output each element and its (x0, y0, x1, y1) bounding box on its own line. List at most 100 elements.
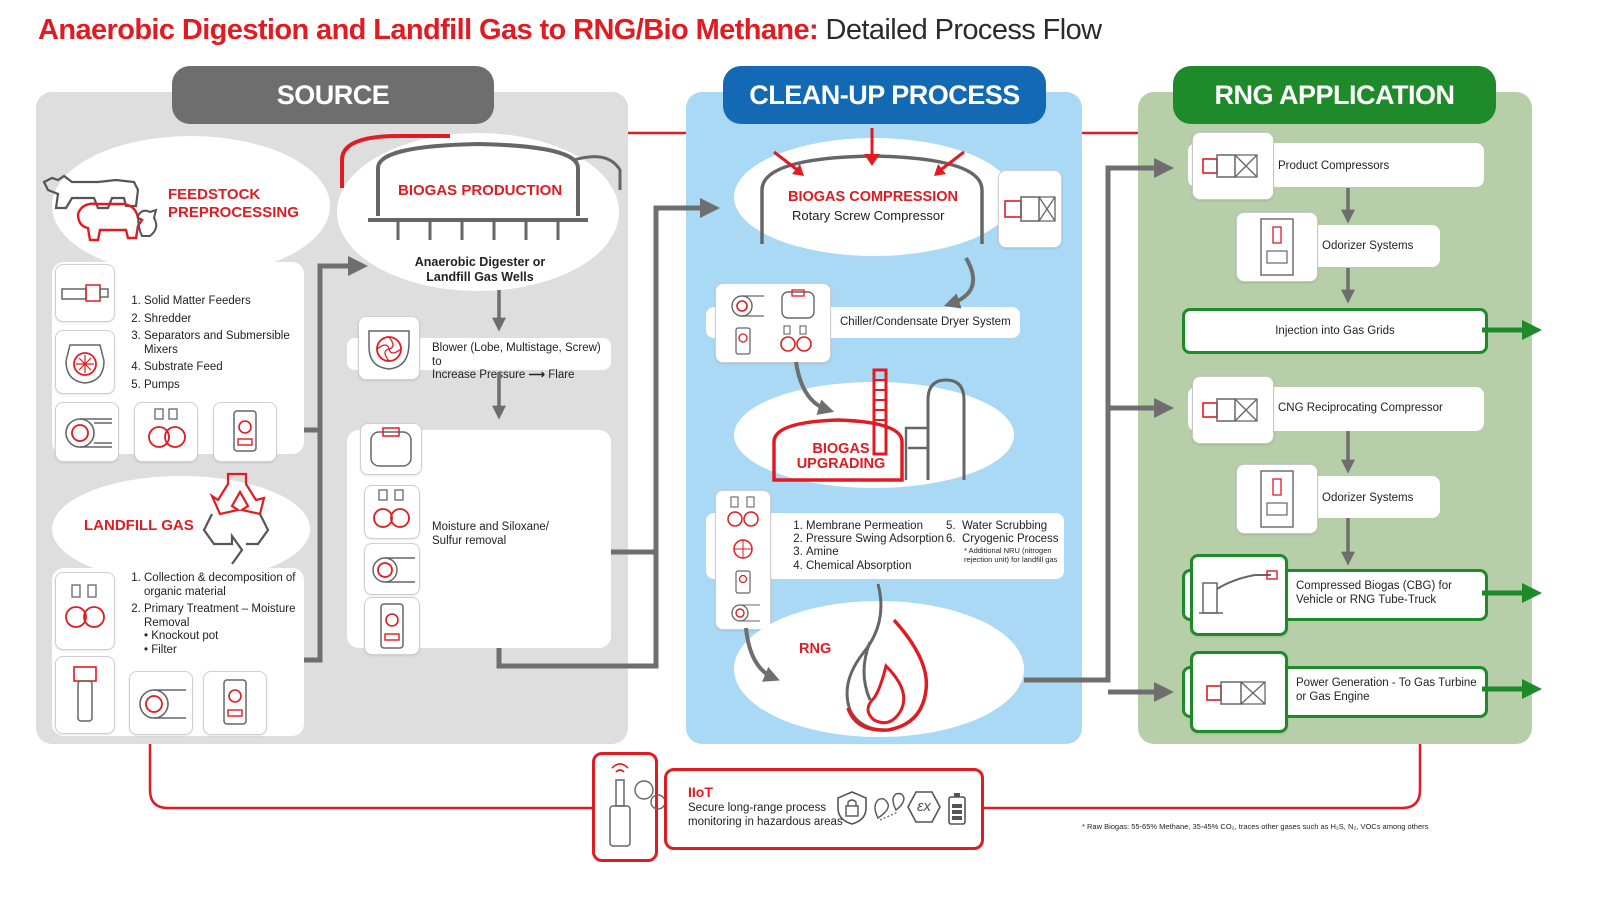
blower-icon-landfill (129, 671, 193, 735)
method-item: Amine (806, 546, 944, 559)
cbg-label: Compressed Biogas (CBG) for Vehicle or R… (1296, 580, 1452, 607)
meter-icon-landfill (203, 671, 267, 735)
power-line1: Power Generation - To Gas Turbine (1296, 677, 1477, 689)
tube-truck-icon (1190, 554, 1288, 636)
valve-icon (134, 402, 198, 462)
moisture-text: Moisture and Siloxane/ Sulfur removal (432, 521, 602, 548)
methods-left-ol: Membrane Permeation Pressure Swing Adsor… (786, 520, 944, 573)
pump-icon (55, 402, 119, 462)
filter-vessel-icon (55, 656, 115, 734)
digester-dome-icon (340, 134, 622, 240)
flare-text: Flare (548, 369, 575, 381)
landfill-step: Collection & decomposition of organic ma… (144, 572, 304, 599)
cng-compressor-icon (1192, 376, 1274, 444)
feedstock-label: FEEDSTOCK PREPROCESSING (168, 186, 299, 222)
rng-label: RNG (799, 641, 832, 657)
compression-subtitle: Rotary Screw Compressor (792, 208, 945, 223)
methods-right-list: 5. Water Scrubbing 6. Cryogenic Process … (946, 520, 1062, 564)
upgrading-line1: BIOGAS (812, 441, 870, 457)
feedstock-ol: Solid Matter Feeders Shredder Separators… (124, 295, 304, 392)
location-pin-icon (874, 792, 905, 821)
method-item: 5. Water Scrubbing (946, 520, 1062, 533)
rng-application-header: RNG APPLICATION (1173, 66, 1496, 124)
iiot-box (664, 768, 984, 850)
injection-label: Injection into Gas Grids (1275, 325, 1395, 337)
source-header: SOURCE (172, 66, 494, 124)
nru-note: * Additional NRU (nitrogen rejection uni… (964, 546, 1058, 565)
blower-line2: Increase Pressure ⟶ Flare (432, 369, 610, 383)
odorizer-label-1: Odorizer Systems (1322, 240, 1414, 252)
digester-line2: Landfill Gas Wells (426, 270, 534, 284)
feedstock-step: Substrate Feed (144, 361, 304, 375)
feedstock-steps-list: Solid Matter Feeders Shredder Separators… (124, 295, 304, 396)
feedstock-label-line1: FEEDSTOCK (168, 186, 261, 203)
iiot-device-icon (609, 763, 666, 847)
livestock-icon (42, 174, 158, 242)
cleanup-header: CLEAN-UP PROCESS (723, 66, 1046, 124)
iiot-title: IIoT (688, 784, 713, 800)
iiot-line2: monitoring in hazardous areas (688, 815, 843, 828)
odorizer-label-2: Odorizer Systems (1322, 492, 1414, 504)
feedstock-step: Pumps (144, 379, 304, 393)
odorizer-icon-1 (1236, 212, 1318, 282)
mixer-pump-icon (55, 330, 115, 394)
digester-line1: Anaerobic Digester or (414, 255, 546, 269)
landfill-step-text: Primary Treatment – Moisture Removal (144, 603, 296, 629)
feeder-icon (55, 264, 115, 322)
feedstock-step: Shredder (144, 313, 304, 327)
landfill-steps-list: Collection & decomposition of organic ma… (124, 572, 304, 661)
chiller-label: Chiller/Condensate Dryer System (840, 316, 1011, 328)
compression-title: BIOGAS COMPRESSION (788, 189, 958, 205)
generator-icon (1190, 651, 1288, 733)
digester-label: Anaerobic Digester or Landfill Gas Wells (400, 255, 560, 285)
method-text: Water Scrubbing (961, 520, 1048, 532)
feedstock-step: Solid Matter Feeders (144, 295, 304, 309)
moisture-line1: Moisture and Siloxane/ (432, 521, 549, 533)
hexagon-outline (907, 791, 941, 823)
injection-box (1182, 308, 1488, 354)
valve-icon-landfill (55, 572, 115, 650)
upgrading-line2: UPGRADING (796, 456, 886, 472)
flame-icon (845, 583, 929, 732)
method-item: Chemical Absorption (806, 560, 944, 573)
blower-icon-moisture (364, 543, 420, 595)
title-bold: Anaerobic Digestion and Landfill Gas to … (38, 14, 819, 46)
feedstock-label-line2: PREPROCESSING (168, 204, 299, 221)
methods-left-list: Membrane Permeation Pressure Swing Adsor… (786, 520, 944, 573)
cng-label: CNG Reciprocating Compressor (1278, 402, 1443, 414)
blower-increase-text: Increase Pressure (432, 369, 526, 381)
title-regular: Detailed Process Flow (818, 14, 1103, 46)
moisture-line2: Sulfur removal (432, 534, 507, 547)
landfill-substep: • Filter (144, 643, 177, 656)
iiot-line1: Secure long-range process (688, 802, 827, 814)
iiot-device-frame (592, 752, 658, 862)
security-lock-icon (837, 791, 867, 825)
feedstock-step: Separators and Submersible Mixers (144, 330, 304, 357)
landfill-gas-label: LANDFILL GAS (84, 517, 194, 534)
biogas-production-label: BIOGAS PRODUCTION (398, 182, 563, 199)
meter-icon-moisture (364, 597, 420, 655)
recycle-icon (202, 472, 270, 565)
power-generation-label: Power Generation - To Gas Turbine or Gas… (1296, 677, 1477, 704)
landfill-step-text: Collection & decomposition of organic ma… (144, 572, 296, 598)
cbg-line2: Vehicle or RNG Tube-Truck (1296, 593, 1437, 606)
method-item: Membrane Permeation (806, 520, 944, 533)
landfill-step: Primary Treatment – Moisture Removal • K… (144, 603, 304, 657)
arrow-right-icon: ⟶ (528, 369, 546, 381)
iiot-description: Secure long-range process monitoring in … (688, 802, 843, 829)
method-number: 6. (946, 533, 956, 546)
blower-line1: Blower (Lobe, Multistage, Screw) to (432, 342, 601, 368)
upgrading-plant-icon (772, 368, 966, 482)
upgrading-label: BIOGAS UPGRADING (796, 442, 886, 472)
raw-biogas-footnote: * Raw Biogas: 55-65% Methane, 35-45% CO₂… (1082, 822, 1429, 831)
landfill-ol: Collection & decomposition of organic ma… (124, 572, 304, 657)
method-item: 6. Cryogenic Process (946, 533, 1062, 546)
odorizer-icon-2 (1236, 464, 1318, 534)
battery-icon (948, 793, 966, 825)
power-line2: or Gas Engine (1296, 690, 1370, 703)
valve-icon-moisture (364, 485, 420, 539)
product-compressor-icon (1192, 132, 1274, 200)
compression-dome-icon (760, 128, 984, 244)
blower-text: Blower (Lobe, Multistage, Screw) to Incr… (432, 342, 610, 383)
